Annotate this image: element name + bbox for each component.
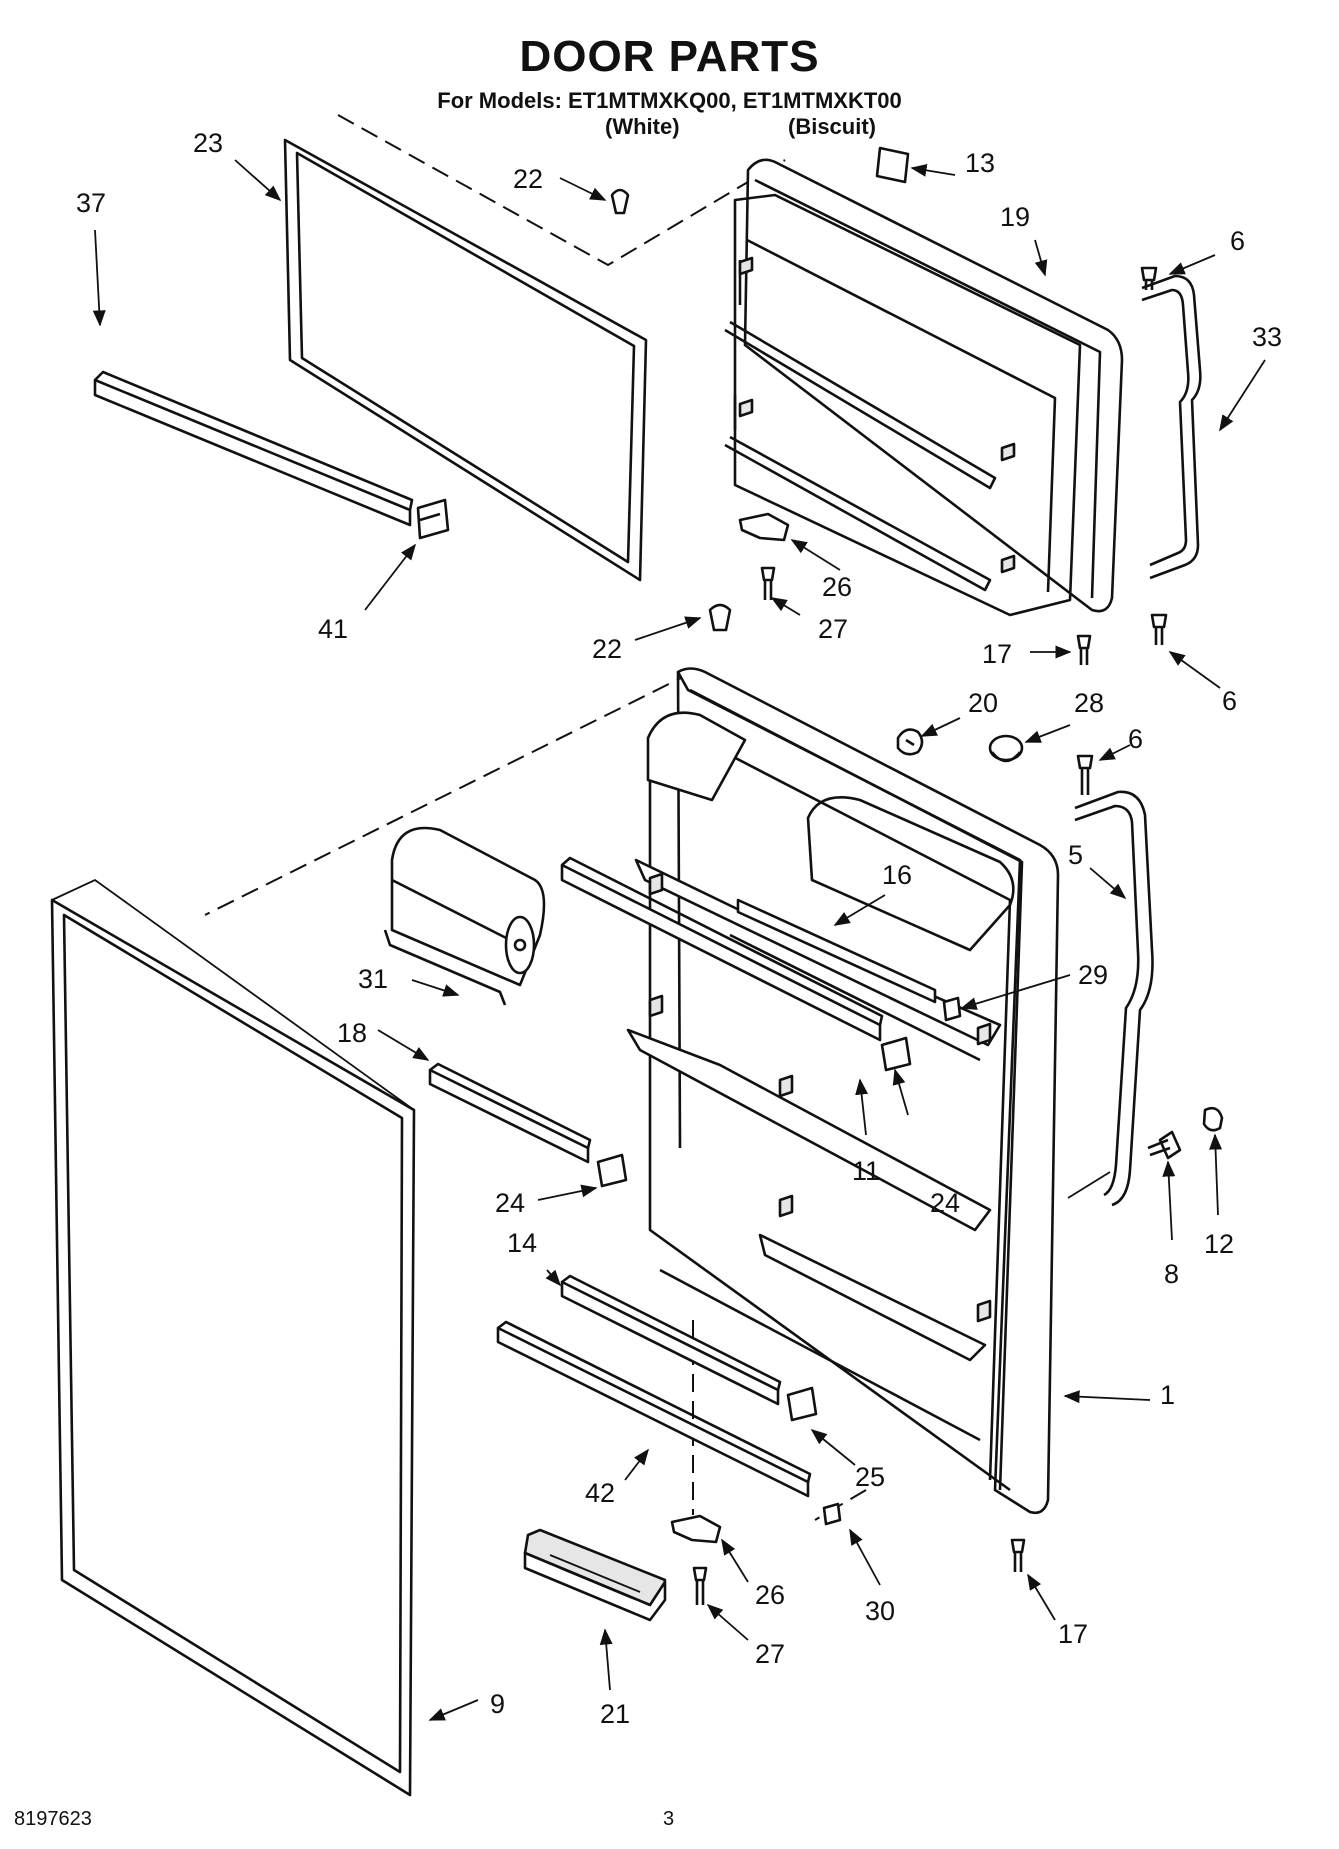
door-shelf-bar-part-16 <box>736 898 937 1004</box>
clip-part-20 <box>896 728 924 756</box>
dairy-bin-part-31 <box>383 826 546 1006</box>
screw-part-17-top <box>1076 634 1092 665</box>
screw-part-27-lower <box>692 1566 708 1605</box>
callout-22-lower: 22 <box>592 634 622 664</box>
freezer-handle-part-33 <box>1141 274 1202 580</box>
page-title: DOOR PARTS <box>519 32 820 81</box>
callout-8: 8 <box>1164 1259 1179 1289</box>
screw-part-6-lower <box>1150 613 1168 645</box>
callout-19: 19 <box>1000 202 1030 232</box>
shelf-bar-part-14 <box>560 1274 782 1406</box>
callout-1: 1 <box>1160 1380 1175 1410</box>
callout-30: 30 <box>865 1596 895 1626</box>
fresh-food-door-part-1 <box>626 667 1060 1515</box>
page-number: 3 <box>663 1808 675 1830</box>
callout-37: 37 <box>76 188 106 218</box>
door-shelf-bar-part-11 <box>560 856 884 1042</box>
clip-part-24-right <box>880 1036 912 1072</box>
document-code: 8197623 <box>14 1808 92 1830</box>
hinge-part-26-top <box>738 512 790 542</box>
callout-27-lower: 27 <box>755 1639 785 1669</box>
callout-42: 42 <box>585 1478 615 1508</box>
nameplate-part-21 <box>523 1528 667 1622</box>
callout-11: 11 <box>852 1156 880 1186</box>
callout-27-top: 27 <box>818 614 848 644</box>
screw-part-27-top <box>760 566 776 600</box>
callout-26-lower: 26 <box>755 1580 785 1610</box>
screw-part-17-lower <box>1010 1538 1026 1572</box>
callout-20: 20 <box>968 688 998 718</box>
callout-9: 9 <box>490 1689 505 1719</box>
hinge-pin-part-8 <box>1147 1130 1182 1160</box>
clip-part-29 <box>942 996 962 1022</box>
models-line: For Models: ET1MTMXKQ00, ET1MTMXKT00 <box>437 88 902 113</box>
variant-biscuit-label: (Biscuit) <box>788 114 876 139</box>
cap-part-28 <box>988 734 1024 763</box>
callout-24-left: 24 <box>495 1188 525 1218</box>
callout-28: 28 <box>1074 688 1104 718</box>
plug-button-part-22-top <box>610 188 630 215</box>
callout-12: 12 <box>1204 1229 1234 1259</box>
callout-16: 16 <box>882 860 912 890</box>
callout-17-lower: 17 <box>1058 1619 1088 1649</box>
callout-26-top: 26 <box>822 572 852 602</box>
callout-22-top: 22 <box>513 164 543 194</box>
freezer-gasket-part-23 <box>283 138 648 582</box>
callout-33: 33 <box>1252 322 1282 352</box>
freezer-door-part-19 <box>724 158 1124 617</box>
callout-6-mid: 6 <box>1222 686 1237 716</box>
callout-5: 5 <box>1068 840 1083 870</box>
callout-31: 31 <box>358 964 388 994</box>
cap-part-12 <box>1202 1106 1224 1132</box>
callout-17-top: 17 <box>982 639 1012 669</box>
callout-13: 13 <box>965 148 995 178</box>
fresh-food-gasket-part-9 <box>50 878 416 1797</box>
plug-button-part-22-lower <box>708 603 732 632</box>
variant-white-label: (White) <box>605 114 680 139</box>
clip-part-30 <box>822 1502 842 1526</box>
callout-21: 21 <box>600 1699 630 1729</box>
clip-part-25 <box>786 1386 818 1422</box>
callout-6-lower: 6 <box>1128 724 1143 754</box>
callout-24-right: 24 <box>930 1188 960 1218</box>
leader-lines <box>92 159 1266 1721</box>
callout-labels: 23 37 41 22 13 19 6 33 26 27 22 17 6 20 … <box>76 128 1282 1729</box>
shelf-bar-part-18 <box>428 1062 592 1164</box>
clip-part-41 <box>416 498 450 540</box>
callout-23: 23 <box>193 128 223 158</box>
label-part-13 <box>875 146 910 184</box>
screw-part-6-top <box>1140 266 1158 290</box>
callout-25: 25 <box>855 1462 885 1492</box>
fresh-food-handle-part-5 <box>1074 754 1154 1207</box>
callout-41: 41 <box>318 614 348 644</box>
hinge-part-26-lower <box>670 1514 722 1544</box>
callout-6-top: 6 <box>1230 226 1245 256</box>
hinge-leader-line <box>1067 1171 1111 1199</box>
callout-14: 14 <box>507 1228 537 1258</box>
freezer-shelf-bar-part-37 <box>93 370 414 527</box>
shelf-bar-part-42 <box>496 1320 812 1498</box>
callout-18: 18 <box>337 1018 367 1048</box>
callout-29: 29 <box>1078 960 1108 990</box>
clip-part-24-left <box>596 1153 628 1188</box>
